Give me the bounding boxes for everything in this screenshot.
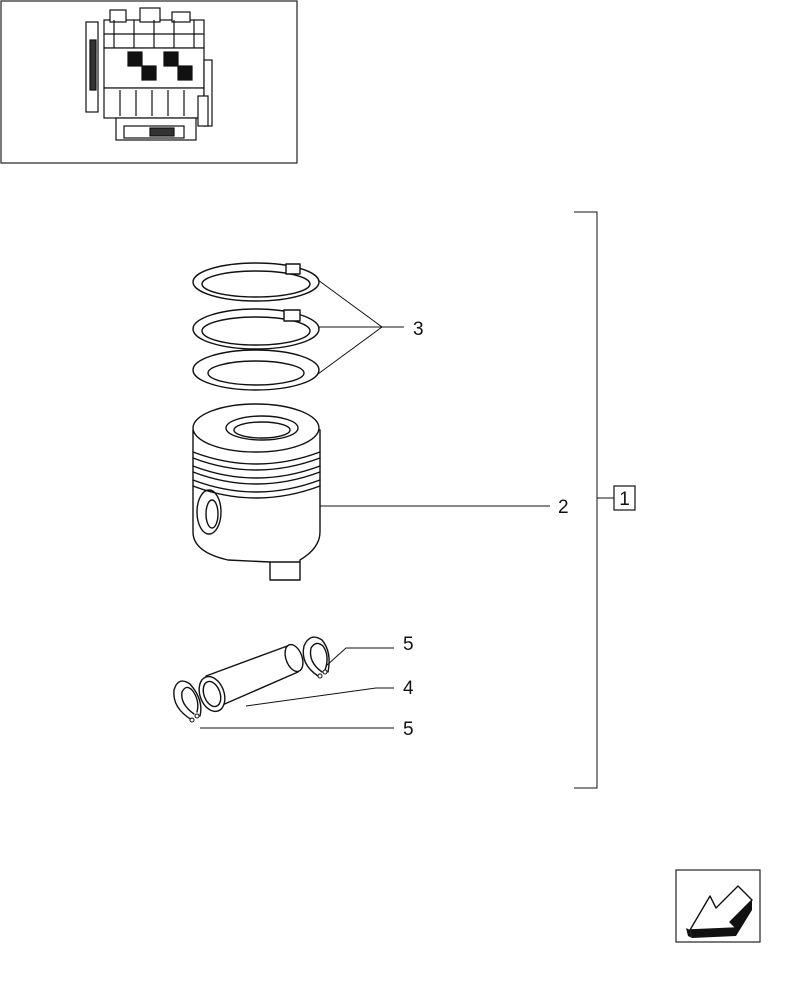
piston-ring-3 — [192, 349, 320, 391]
callout-4: 4 — [403, 678, 414, 699]
piston-ring-1 — [192, 262, 320, 302]
circlip-top — [302, 636, 330, 679]
engine-overview-icon — [85, 7, 213, 141]
previous-page-arrow-icon — [686, 885, 753, 938]
leader-5-bottom: 5 — [200, 719, 414, 740]
leader-2: 2 — [320, 497, 569, 518]
leader-3: 3 — [317, 279, 424, 375]
callout-3: 3 — [413, 319, 424, 340]
piston-ring-2 — [192, 308, 320, 350]
piston-pin — [198, 643, 304, 713]
previous-page-button[interactable] — [675, 869, 761, 943]
circlip-bottom — [173, 680, 202, 723]
leader-5-top: 5 — [325, 634, 414, 667]
callout-5-top: 5 — [403, 634, 414, 655]
assembly-bracket: 1 — [574, 211, 636, 789]
piston — [192, 403, 321, 581]
callout-5-bottom: 5 — [403, 719, 414, 740]
callout-1: 1 — [619, 489, 630, 510]
callout-2: 2 — [558, 497, 569, 518]
engine-thumbnail[interactable] — [0, 0, 298, 164]
leader-4: 4 — [245, 678, 414, 707]
